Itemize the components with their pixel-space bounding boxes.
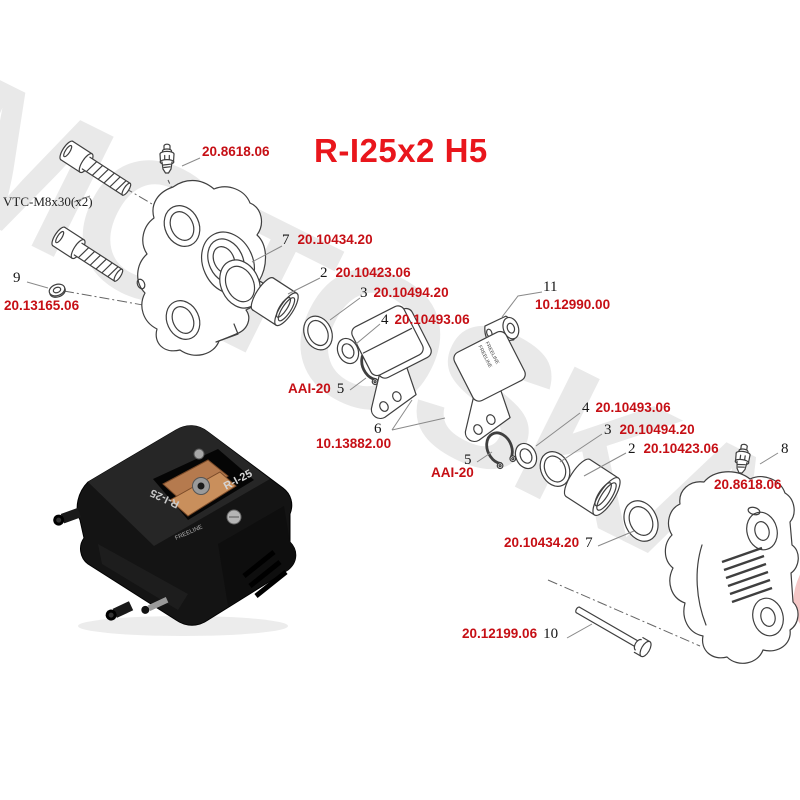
callout-circlip5-right-ref: 5 — [464, 452, 472, 469]
part-ref: 4 — [381, 312, 389, 328]
part-code: 10.12990.00 — [535, 297, 611, 312]
callout-piston2-left: 2 20.10423.06 — [320, 265, 411, 282]
part-ref: 3 — [604, 422, 612, 438]
part-code: 20.10434.20 — [504, 535, 580, 550]
bleed-nipple-left — [159, 143, 175, 174]
leader-lines — [26, 157, 779, 639]
part-ref: 5 — [336, 381, 345, 397]
part-code: 20.10493.06 — [394, 312, 470, 327]
part-code: 20.12199.06 — [462, 626, 538, 641]
callout-oring3-left: 3 20.10494.20 — [360, 285, 449, 302]
part-code: 20.10494.20 — [619, 422, 695, 437]
part-code: 20.10423.06 — [643, 441, 719, 456]
ring-4-left — [336, 337, 360, 365]
caliper-photo: R-I-25 R-I-25 FREELINE — [53, 425, 297, 636]
piston-2-left — [250, 277, 299, 327]
pad-pin-10 — [575, 606, 652, 658]
part-ref: 5 — [464, 452, 472, 468]
part-code: 20.8618.06 — [202, 144, 270, 159]
part-ref: 7 — [585, 535, 593, 551]
centerline-pin — [547, 579, 701, 647]
callout-washer9-code: 20.13165.06 — [4, 298, 79, 313]
callout-bleed-right-code: 20.8618.06 — [714, 477, 782, 492]
callout-bushing11-code: 10.12990.00 — [535, 297, 610, 312]
part-ref: 7 — [282, 232, 290, 248]
callout-seal7-right: 20.10434.20 7 — [504, 535, 593, 552]
ring-4-right — [514, 442, 538, 470]
part-code: 10.13882.00 — [316, 436, 392, 451]
part-ref: 10 — [543, 626, 559, 642]
part-ref: 4 — [582, 400, 590, 416]
page-title: R-I25x2 H5 — [314, 132, 488, 169]
part-ref: 9 — [13, 270, 21, 286]
callout-bushing11-ref: 11 — [543, 279, 557, 296]
centerline-bolt-bottom — [63, 290, 206, 317]
callout-seal7-left: 7 20.10434.20 — [282, 232, 373, 249]
callout-oring3-right: 3 20.10494.20 — [604, 422, 695, 439]
part-ref: 6 — [374, 421, 382, 437]
callout-circlip5-right-code: AAI-20 — [431, 465, 474, 480]
part-ref: 2 — [320, 265, 328, 281]
caliper-half-right — [664, 471, 799, 664]
part-ref: 8 — [781, 441, 789, 457]
callout-circlip5-left: AAI-20 5 — [288, 381, 344, 398]
washer-9 — [48, 283, 66, 298]
caliper-half-left — [136, 179, 268, 356]
bolt-top — [56, 138, 135, 201]
part-code: 20.10434.20 — [297, 232, 373, 247]
part-ref: 2 — [628, 441, 636, 457]
part-code: AAI-20 — [288, 381, 331, 396]
part-code: 20.13165.06 — [4, 298, 80, 313]
callout-piston2-right: 2 20.10423.06 — [628, 441, 719, 458]
piston-2-right — [563, 458, 621, 517]
circlip-5-right — [480, 427, 520, 472]
callout-washer9-ref: 9 — [13, 270, 21, 287]
callout-ring4-right: 4 20.10493.06 — [582, 400, 671, 417]
callout-pads6-ref: 6 — [374, 421, 382, 438]
part-ref: 3 — [360, 285, 368, 301]
part-code: 20.10423.06 — [335, 265, 411, 280]
dust-seal-7-left — [219, 259, 261, 309]
part-code: 20.10494.20 — [373, 285, 449, 300]
dust-seal-7-right — [623, 500, 659, 542]
bolt-bottom — [48, 224, 127, 287]
part-code: AAI-20 — [431, 465, 474, 480]
oring-3-left — [303, 315, 333, 351]
callout-bleed-left: 20.8618.06 — [202, 144, 270, 159]
callout-bolts: VTC-M8x30(x2) — [3, 194, 93, 209]
brake-pad-back: FREELINE FREELINE — [453, 330, 526, 443]
part-code: 20.10493.06 — [595, 400, 671, 415]
callout-pin10: 20.12199.06 10 — [462, 626, 558, 643]
callout-pads6-code: 10.13882.00 — [316, 436, 391, 451]
part-ref: 11 — [543, 279, 558, 295]
callout-ring4-left: 4 20.10493.06 — [381, 312, 470, 329]
bleed-nipple-right — [732, 442, 753, 475]
part-code: 20.8618.06 — [714, 477, 782, 492]
callout-bleed-right-ref: 8 — [781, 441, 789, 458]
